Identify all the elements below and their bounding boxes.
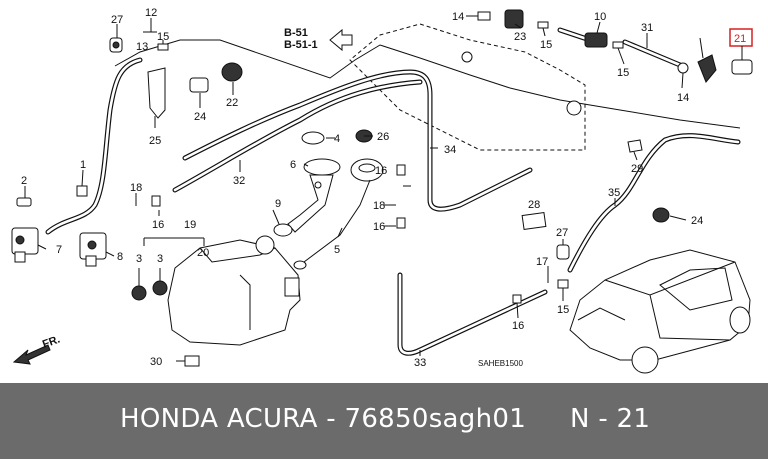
callout-16c: 16 <box>373 221 385 233</box>
cap-26 <box>293 158 384 270</box>
callout-21: 21 <box>734 33 746 45</box>
callout-28: 28 <box>528 199 540 211</box>
callout-31: 31 <box>641 22 653 34</box>
callout-26: 26 <box>377 131 389 143</box>
clip-27b <box>556 244 570 260</box>
callout-1: 1 <box>80 159 86 171</box>
callout-15b: 15 <box>540 39 552 51</box>
callout-16d: 16 <box>512 320 524 332</box>
clip-24b <box>652 207 670 223</box>
callout-16b: 16 <box>375 165 387 177</box>
callout-3a: 3 <box>136 253 142 265</box>
callout-30: 30 <box>150 356 162 368</box>
callout-16a: 16 <box>152 219 164 231</box>
grommet-22 <box>221 62 243 82</box>
joint-15b <box>537 21 549 29</box>
section-ref-1: B-51 <box>284 27 308 39</box>
part-reference: N - 21 <box>570 404 651 434</box>
hose-35 <box>567 133 741 273</box>
hose-dashed-route <box>349 23 586 151</box>
callout-17: 17 <box>536 256 548 268</box>
callout-29: 29 <box>631 163 643 175</box>
joint-16c <box>396 217 406 229</box>
joint-16a <box>151 195 161 207</box>
grommet-3b <box>152 280 168 296</box>
callout-19: 19 <box>184 219 196 231</box>
callout-27a: 27 <box>111 14 123 26</box>
section-reference: B-51 B-51-1 <box>284 27 353 52</box>
callout-4: 4 <box>334 133 340 145</box>
fr-label: FR. <box>41 333 62 350</box>
hose-upper-run <box>114 39 741 129</box>
hose-33 <box>397 272 548 356</box>
joint-15c <box>612 41 624 49</box>
callout-3b: 3 <box>157 253 163 265</box>
section-ref-2: B-51-1 <box>284 39 318 51</box>
grommet-top-mid <box>461 51 582 116</box>
callout-23: 23 <box>514 31 526 43</box>
washer-system-diagram: FR. B-51 B-51-1 SAHEB1500 <box>11 7 753 374</box>
callout-12: 12 <box>145 7 157 19</box>
callout-34: 34 <box>444 144 456 156</box>
callout-14a: 14 <box>452 11 464 23</box>
callout-2: 2 <box>21 175 27 187</box>
callout-15a: 15 <box>157 31 169 43</box>
callout-9: 9 <box>275 198 281 210</box>
diagram-code: SAHEB1500 <box>478 359 523 368</box>
callout-24a: 24 <box>194 111 206 123</box>
leader-lines <box>24 15 743 362</box>
callout-15c: 15 <box>617 67 629 79</box>
callout-35: 35 <box>608 187 620 199</box>
clip-27 <box>109 37 123 53</box>
callout-33: 33 <box>414 357 426 369</box>
washer-reservoir <box>167 235 301 346</box>
car-illustration <box>569 249 751 374</box>
callout-24b: 24 <box>691 215 703 227</box>
o-ring-4 <box>301 131 325 145</box>
bolt-30 <box>184 355 200 367</box>
part-title: HONDA ACURA - 76850sagh01 <box>120 404 527 434</box>
caption-bar: HONDA ACURA - 76850sagh01 N - 21 <box>0 383 768 459</box>
parts-diagram: FR. B-51 B-51-1 SAHEB1500 <box>11 7 753 374</box>
callout-20: 20 <box>197 247 209 259</box>
joint-16b <box>396 164 406 176</box>
highlight-box-21 <box>729 28 753 47</box>
nozzle-assembly-top <box>477 9 753 83</box>
callout-13: 13 <box>136 41 148 53</box>
clip-29 <box>627 139 643 153</box>
clip-1 <box>76 185 88 197</box>
callout-22: 22 <box>226 97 238 109</box>
callout-18a: 18 <box>130 182 142 194</box>
callout-32: 32 <box>233 175 245 187</box>
washer-pump-8 <box>79 232 107 267</box>
grommet-2 <box>16 197 32 207</box>
callout-8: 8 <box>117 251 123 263</box>
bracket-25 <box>147 67 166 119</box>
callout-labels: 27 12 13 15 1 2 7 8 18 16 19 20 3 3 30 2… <box>21 7 746 369</box>
pad-28 <box>521 211 547 231</box>
callout-7: 7 <box>56 244 62 256</box>
joint-16d <box>512 294 522 304</box>
callout-10: 10 <box>594 11 606 23</box>
grommet-3a <box>131 285 147 301</box>
joint-15d <box>557 279 569 289</box>
front-direction-arrow: FR. <box>12 333 62 365</box>
callout-18b: 18 <box>373 200 385 212</box>
callout-27b: 27 <box>556 227 568 239</box>
washer-pump-7 <box>11 227 39 263</box>
joint-15a <box>157 43 169 51</box>
gasket-9 <box>273 223 293 237</box>
callout-25: 25 <box>149 135 161 147</box>
clip-24a <box>189 77 209 93</box>
callout-14b: 14 <box>677 92 689 104</box>
callout-5: 5 <box>334 244 340 256</box>
callout-15d: 15 <box>557 304 569 316</box>
callout-6: 6 <box>290 159 296 171</box>
